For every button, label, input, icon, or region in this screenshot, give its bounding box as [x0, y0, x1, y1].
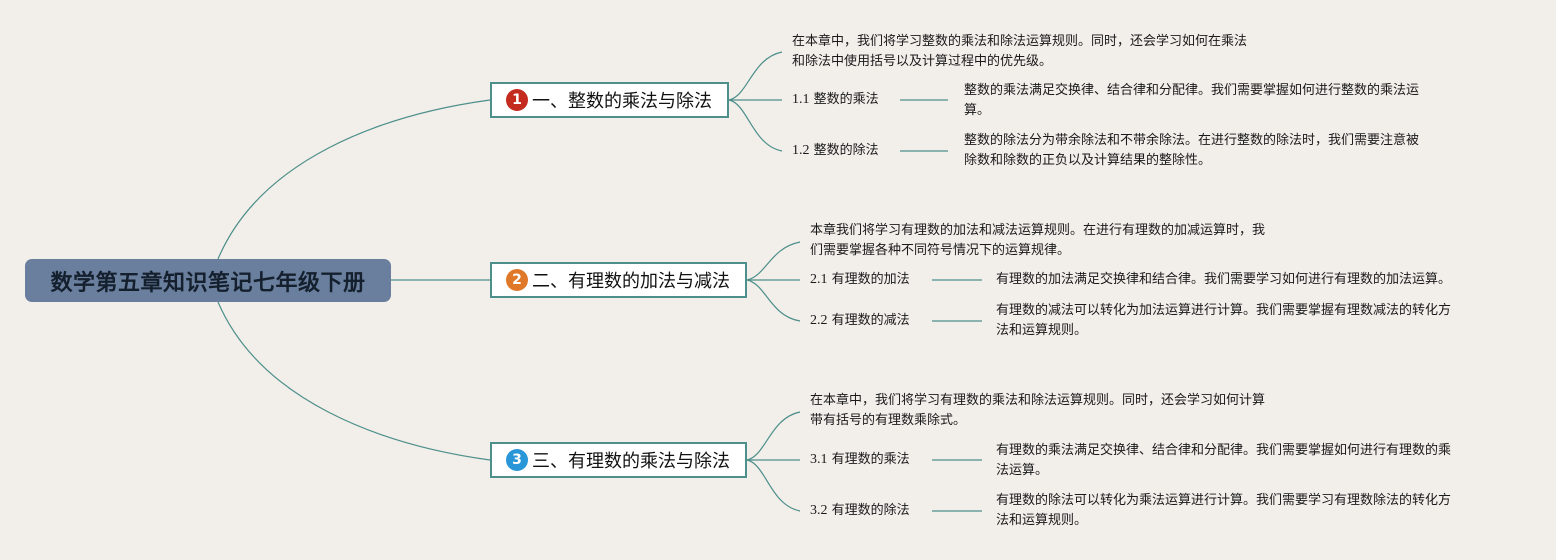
topic-2-1-detail-line-1: 有理数的加法满足交换律和结合律。我们需要学习如何进行有理数的加法运算。 — [996, 272, 1452, 287]
topic-3-1-detail-line-2: 法运算。 — [996, 463, 1049, 478]
topic-3-1-number: 3.1 — [810, 452, 828, 467]
topic-2-2[interactable]: 2.2 有理数的减法 — [810, 311, 910, 331]
topic-1-1-number: 1.1 — [792, 92, 810, 107]
chapter-2-intro: 本章我们将学习有理数的加法和减法运算规则。在进行有理数的加减运算时，我 们需要掌… — [810, 221, 1265, 261]
chapter-3-intro-line-1: 在本章中，我们将学习有理数的乘法和除法运算规则。同时，还会学习如何计算 — [810, 393, 1266, 408]
connector-ch1-t2 — [728, 99, 783, 152]
connector-ch1-intro — [728, 51, 783, 101]
topic-1-1-detail-line-1: 整数的乘法满足交换律、结合律和分配律。我们需要掌握如何进行整数的乘法运 — [964, 83, 1420, 98]
chapter-3-title: 三、有理数的乘法与除法 — [532, 451, 730, 472]
topic-1-2-detail: 整数的除法分为带余除法和不带余除法。在进行整数的除法时，我们需要注意被 除数和除… — [964, 131, 1419, 171]
connector-ch3-t2 — [746, 459, 801, 512]
chapter-1-intro-line-1: 在本章中，我们将学习整数的乘法和除法运算规则。同时，还会学习如何在乘法 — [792, 34, 1248, 49]
topic-3-2-label: 有理数的除法 — [831, 503, 910, 518]
topic-3-2[interactable]: 3.2 有理数的除法 — [810, 501, 910, 521]
number-3-badge-icon: 3 — [506, 449, 528, 471]
chapter-3-node[interactable]: 3 三、有理数的乘法与除法 — [490, 442, 747, 478]
chapter-1-title: 一、整数的乘法与除法 — [532, 91, 712, 112]
topic-3-1-label: 有理数的乘法 — [831, 452, 910, 467]
topic-2-1[interactable]: 2.1 有理数的加法 — [810, 270, 910, 290]
topic-3-2-detail: 有理数的除法可以转化为乘法运算进行计算。我们需要学习有理数除法的转化方 法和运算… — [996, 491, 1451, 531]
topic-3-2-number: 3.2 — [810, 503, 828, 518]
topic-3-2-detail-line-1: 有理数的除法可以转化为乘法运算进行计算。我们需要学习有理数除法的转化方 — [996, 493, 1452, 508]
chapter-2-node[interactable]: 2 二、有理数的加法与减法 — [490, 262, 747, 298]
central-title: 数学第五章知识笔记七年级下册 — [50, 270, 366, 296]
topic-3-2-detail-line-2: 法和运算规则。 — [996, 513, 1088, 528]
topic-1-2-detail-line-2: 除数和除数的正负以及计算结果的整除性。 — [964, 153, 1212, 168]
chapter-1-intro-line-2: 和除法中使用括号以及计算过程中的优先级。 — [792, 54, 1053, 69]
topic-2-2-detail-line-1: 有理数的减法可以转化为加法运算进行计算。我们需要掌握有理数减法的转化方 — [996, 303, 1452, 318]
topic-1-1-detail-line-2: 算。 — [964, 103, 991, 118]
chapter-2-intro-line-1: 本章我们将学习有理数的加法和减法运算规则。在进行有理数的加减运算时，我 — [810, 223, 1266, 238]
topic-1-2-detail-line-1: 整数的除法分为带余除法和不带余除法。在进行整数的除法时，我们需要注意被 — [964, 133, 1420, 148]
topic-1-2[interactable]: 1.2 整数的除法 — [792, 141, 879, 161]
chapter-3-intro-line-2: 带有括号的有理数乘除式。 — [810, 413, 967, 428]
chapter-1-node[interactable]: 1 一、整数的乘法与除法 — [490, 82, 729, 118]
topic-1-1-label: 整数的乘法 — [813, 92, 879, 107]
topic-2-2-detail-line-2: 法和运算规则。 — [996, 323, 1088, 338]
topic-2-1-detail: 有理数的加法满足交换律和结合律。我们需要学习如何进行有理数的加法运算。 — [996, 270, 1451, 290]
topic-2-1-number: 2.1 — [810, 272, 828, 287]
topic-2-2-number: 2.2 — [810, 313, 828, 328]
topic-2-1-label: 有理数的加法 — [831, 272, 910, 287]
connector-ch3-intro — [746, 411, 801, 461]
chapter-2-intro-line-2: 们需要掌握各种不同符号情况下的运算规律。 — [810, 243, 1071, 258]
central-topic[interactable]: 数学第五章知识笔记七年级下册 — [25, 259, 391, 302]
topic-3-1-detail-line-1: 有理数的乘法满足交换律、结合律和分配律。我们需要掌握如何进行有理数的乘 — [996, 443, 1452, 458]
chapter-2-title: 二、有理数的加法与减法 — [532, 271, 730, 292]
topic-1-2-label: 整数的除法 — [813, 143, 879, 158]
connector-ch2-intro — [746, 241, 801, 281]
topic-1-1-detail: 整数的乘法满足交换律、结合律和分配律。我们需要掌握如何进行整数的乘法运 算。 — [964, 81, 1419, 121]
connector-ch2-t2 — [746, 279, 801, 322]
connector-central-ch1 — [217, 99, 491, 260]
topic-3-1-detail: 有理数的乘法满足交换律、结合律和分配律。我们需要掌握如何进行有理数的乘 法运算。 — [996, 441, 1451, 481]
topic-3-1[interactable]: 3.1 有理数的乘法 — [810, 450, 910, 470]
topic-1-1[interactable]: 1.1 整数的乘法 — [792, 90, 879, 110]
chapter-1-intro: 在本章中，我们将学习整数的乘法和除法运算规则。同时，还会学习如何在乘法 和除法中… — [792, 32, 1247, 72]
number-2-badge-icon: 2 — [506, 269, 528, 291]
topic-1-2-number: 1.2 — [792, 143, 810, 158]
connector-central-ch3 — [217, 301, 491, 461]
chapter-3-intro: 在本章中，我们将学习有理数的乘法和除法运算规则。同时，还会学习如何计算 带有括号… — [810, 391, 1265, 431]
topic-2-2-detail: 有理数的减法可以转化为加法运算进行计算。我们需要掌握有理数减法的转化方 法和运算… — [996, 301, 1451, 341]
topic-2-2-label: 有理数的减法 — [831, 313, 910, 328]
number-1-badge-icon: 1 — [506, 89, 528, 111]
